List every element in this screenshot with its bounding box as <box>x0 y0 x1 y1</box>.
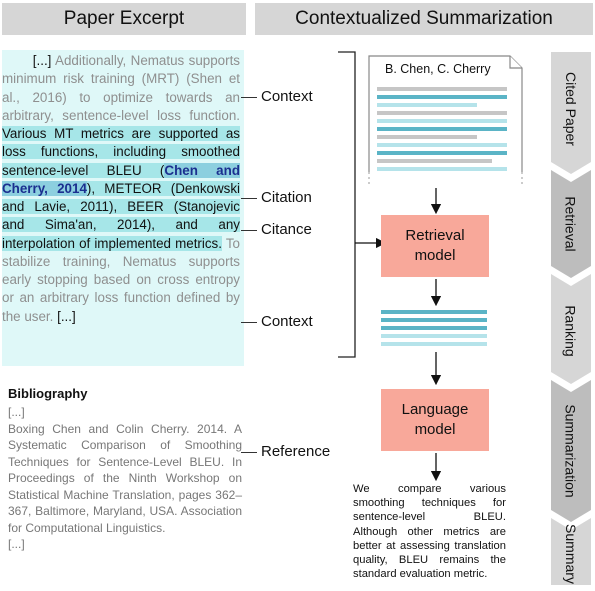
bibliography-entry: Boxing Chen and Colin Cherry. 2014. A Sy… <box>8 421 242 535</box>
stage-cited-paper: Cited Paper <box>563 72 579 146</box>
context-bottom-connector <box>241 322 257 323</box>
citance-label: Citance <box>261 221 312 238</box>
citation-connector <box>241 198 257 199</box>
stage-retrieval: Retrieval <box>563 196 579 252</box>
language-model-label: Language model <box>401 401 469 438</box>
stage-chevrons <box>551 52 591 585</box>
ranked-lines <box>381 310 487 346</box>
cited-paper-authors: B. Chen, C. Cherry <box>385 62 491 76</box>
bibliography-ellipsis-start: [...] <box>8 405 25 419</box>
paper-excerpt-header: Paper Excerpt <box>2 3 246 35</box>
cited-paper-lines <box>377 87 507 171</box>
reference-label: Reference <box>261 443 331 460</box>
bibliography-title: Bibliography <box>8 386 88 401</box>
excerpt-ellipsis-end: [...] <box>57 308 76 324</box>
stage-summarization: Summarization <box>563 404 579 498</box>
context-after-text: To stabilize training, Nematus supports … <box>2 235 240 324</box>
citance-connector <box>241 230 257 231</box>
stage-ranking: Ranking <box>563 305 579 357</box>
citation-label: Citation <box>261 189 312 206</box>
bibliography-ellipsis-end: [...] <box>8 537 25 551</box>
context-top-label: Context <box>261 88 313 105</box>
retrieval-model-box: Retrieval model <box>381 215 489 277</box>
stage-summary: Summary <box>563 524 579 584</box>
context-bottom-label: Context <box>261 313 313 330</box>
excerpt-ellipsis-start: [...] <box>32 53 52 68</box>
context-bracket <box>338 51 356 358</box>
context-top-connector <box>241 97 257 98</box>
language-model-box: Language model <box>381 389 489 451</box>
stage-labels: Cited Paper Retrieval Ranking Summarizat… <box>551 52 591 584</box>
context-before-text: Additionally, Nematus supports minimum r… <box>2 53 240 123</box>
bibliography-body: [...] Boxing Chen and Colin Cherry. 2014… <box>8 404 242 553</box>
retrieval-model-label: Retrieval model <box>405 227 465 264</box>
citance-text-1: Various MT metrics are supported as loss… <box>2 126 240 178</box>
contextualized-summarization-header: Contextualized Summarization <box>255 3 593 35</box>
excerpt-text: [...] Additionally, Nematus supports min… <box>2 52 241 326</box>
generated-summary-text: We compare various smoothing techniques … <box>353 483 506 581</box>
reference-connector <box>241 452 257 453</box>
